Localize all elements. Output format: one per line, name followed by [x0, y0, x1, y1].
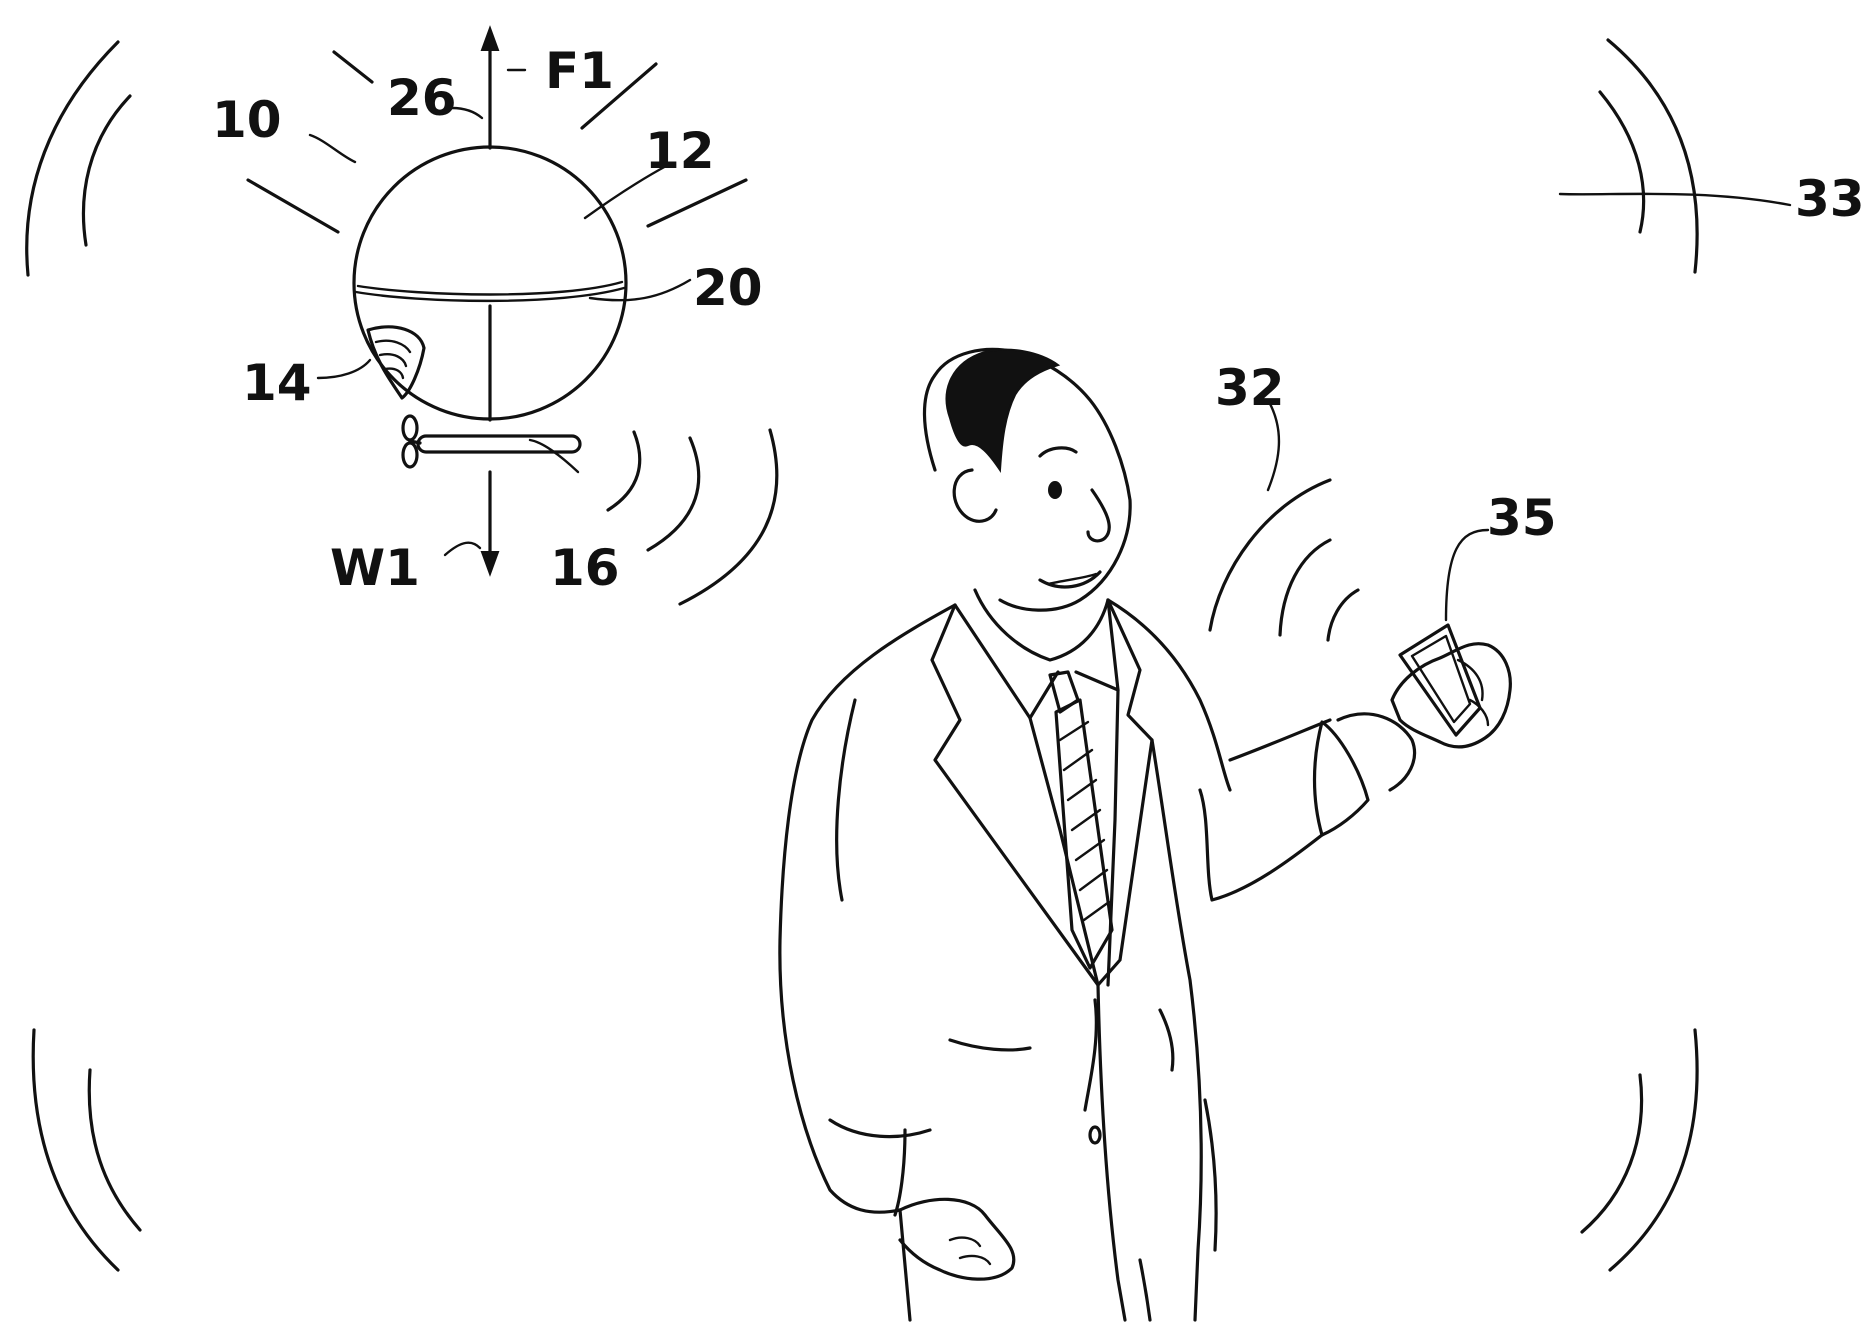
weight-arrowhead	[482, 552, 498, 574]
person-ear	[954, 470, 996, 521]
jacket-pocket-flap	[950, 1040, 1030, 1050]
jacket-right-side	[1152, 740, 1201, 1320]
signal-wave-small	[608, 432, 640, 510]
emission-dash-4	[648, 180, 746, 226]
shirt-cuff	[1338, 714, 1415, 790]
jacket-button	[1090, 1127, 1100, 1143]
boundary-arc-top-left-outer	[27, 42, 118, 275]
boundary-arc-bottom-right-outer	[1610, 1030, 1697, 1270]
boundary-arc-top-right-outer	[1608, 40, 1697, 272]
payload-pocket	[368, 327, 424, 398]
person-lapel-right	[1098, 600, 1152, 985]
reference-labels: 10 12 14 16 20 26 32 33 35 F1 W1	[212, 42, 1865, 597]
balloon-partition	[358, 282, 622, 295]
person-eyebrow	[1040, 448, 1076, 456]
jacket-front-crease	[1085, 1000, 1096, 1110]
boundary-arc-bottom-left-inner	[89, 1070, 140, 1230]
boundary-arc-top-left-inner	[83, 96, 130, 245]
balloon-gondola	[418, 436, 580, 452]
propeller-shaft	[410, 441, 420, 443]
tie-stripe-6	[1080, 870, 1107, 890]
tie-stripe-7	[1084, 902, 1109, 920]
propeller-blade-top	[403, 416, 417, 440]
remote-wave-large	[1210, 480, 1330, 630]
person-nose	[1088, 490, 1109, 541]
label-14: 14	[242, 354, 312, 412]
payload-hatch-2	[380, 354, 406, 366]
boundary-arc-bottom-right-inner	[1582, 1075, 1642, 1232]
jacket-left-sleeve-end	[895, 1130, 905, 1215]
label-35: 35	[1487, 489, 1557, 547]
label-33: 33	[1795, 170, 1865, 228]
leader-10	[310, 135, 355, 162]
leader-33	[1560, 194, 1790, 205]
leader-14	[318, 360, 370, 378]
payload-hatch-1	[376, 341, 410, 352]
label-20: 20	[693, 259, 763, 317]
emission-dash-1	[334, 52, 372, 82]
leader-35	[1446, 530, 1488, 620]
person-collar-left	[955, 605, 1058, 718]
person-left-hand	[900, 1199, 1014, 1279]
remote-device	[1400, 625, 1480, 735]
remote-wave-medium	[1280, 540, 1330, 635]
jacket-left-crease-1	[837, 700, 855, 900]
label-10: 10	[212, 91, 282, 149]
label-12: 12	[645, 122, 715, 180]
label-f1: F1	[545, 42, 614, 100]
label-26: 26	[387, 69, 457, 127]
person-operator	[780, 349, 1510, 1320]
propeller-blade-bottom	[403, 443, 417, 467]
leader-16	[530, 440, 578, 472]
left-hand-finger-2	[960, 1256, 990, 1264]
remote-wave-small	[1328, 590, 1358, 640]
label-16: 16	[550, 539, 620, 597]
label-32: 32	[1215, 359, 1285, 417]
person-eye	[1049, 482, 1061, 498]
sleeve-cuff	[1315, 722, 1369, 835]
signal-wave-medium	[648, 438, 699, 550]
leader-20	[590, 280, 690, 300]
trouser-line	[1140, 1260, 1150, 1320]
boundary-arc-bottom-left-outer	[33, 1030, 118, 1270]
boundary-arc-top-right-inner	[1600, 92, 1644, 232]
person-shirt-right	[1108, 690, 1118, 985]
person-neck	[975, 590, 1108, 660]
jacket-right-crease	[1160, 1010, 1173, 1070]
emission-dash-2	[248, 180, 338, 232]
jacket-front-edge	[1098, 985, 1125, 1320]
label-w1: W1	[330, 539, 420, 597]
jacket-right-hem	[1205, 1100, 1216, 1250]
person-jacket-left	[780, 605, 955, 1212]
person-right-hand	[1392, 644, 1510, 747]
leader-w1	[445, 543, 480, 555]
left-hand-finger-1	[950, 1238, 980, 1246]
jacket-cuff-line	[830, 1120, 930, 1137]
jacket-left-hem	[900, 1210, 910, 1320]
sleeve-underside	[1200, 790, 1322, 900]
person-hair	[947, 350, 1058, 470]
remote-signal-waves	[1210, 480, 1358, 640]
lift-force-arrowhead	[482, 28, 498, 50]
